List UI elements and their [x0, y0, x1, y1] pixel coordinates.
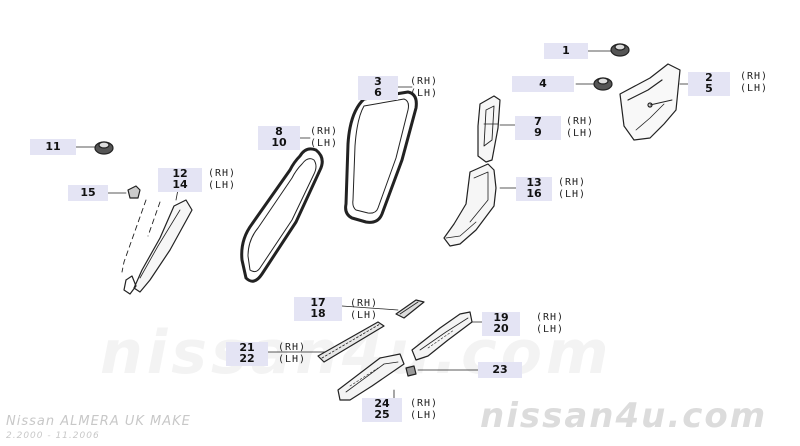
- long-sill-strip: [317, 321, 385, 363]
- callout-20: 20: [493, 322, 509, 335]
- rear-door-weatherstrip: [344, 90, 418, 224]
- callout-21: 21: [239, 341, 255, 354]
- callout-12-14: 12 14: [158, 168, 202, 192]
- side-labels-17-18: (RH)(LH): [350, 298, 379, 321]
- callout-5: 5: [705, 82, 713, 95]
- side-labels-13-16: (RH)(LH): [558, 177, 587, 200]
- callout-1: 1: [544, 43, 588, 59]
- callout-10: 10: [271, 136, 287, 149]
- callout-11: 11: [30, 139, 76, 155]
- callout-2-5: 2 5: [688, 72, 730, 96]
- watermark-small: nissan4u.com: [480, 396, 768, 436]
- callout-19-20: 19 20: [482, 312, 520, 336]
- callout-17-18: 17 18: [294, 297, 342, 321]
- callout-13-16: 13 16: [516, 177, 552, 201]
- callout-25: 25: [374, 408, 390, 421]
- callout-21-22: 21 22: [226, 342, 268, 366]
- callout-9: 9: [534, 126, 542, 139]
- front-door-weatherstrip: [240, 147, 324, 283]
- side-labels-3-6: (RH)(LH): [410, 76, 439, 99]
- clip-part-1: [610, 43, 630, 57]
- callout-8: 8: [275, 125, 283, 138]
- callout-7-9: 7 9: [515, 116, 561, 140]
- side-labels-7-9: (RH)(LH): [566, 116, 595, 139]
- front-kick-plate: [337, 353, 405, 401]
- rear-kick-plate: [411, 311, 473, 361]
- callout-19: 19: [493, 311, 509, 324]
- clip-part-23: [405, 365, 417, 377]
- watermark-large: nissan4u.com: [100, 318, 613, 388]
- small-sill-strip: [395, 299, 425, 319]
- callout-14: 14: [172, 178, 188, 191]
- footer-dates: 2.2000 - 11.2006: [6, 431, 100, 441]
- side-labels-21-22: (RH)(LH): [278, 342, 307, 365]
- upper-center-pillar-trim: [477, 95, 501, 163]
- callout-23: 23: [478, 362, 522, 378]
- callout-16: 16: [526, 187, 542, 200]
- side-labels-24-25: (RH)(LH): [410, 398, 439, 421]
- callout-6: 6: [374, 86, 382, 99]
- front-pillar-trim: [121, 199, 193, 295]
- callout-4: 4: [512, 76, 574, 92]
- callout-2: 2: [705, 71, 713, 84]
- lower-center-pillar-trim: [443, 163, 497, 247]
- footer-model: Nissan ALMERA UK MAKE: [6, 414, 191, 429]
- clip-part-11: [94, 141, 114, 155]
- clip-part-4: [593, 77, 613, 91]
- callout-17: 17: [310, 296, 326, 309]
- side-labels-8-10: (RH)(LH): [310, 126, 339, 149]
- clip-part-15: [127, 185, 141, 199]
- callout-18: 18: [310, 307, 326, 320]
- callout-3-6: 3 6: [358, 76, 398, 100]
- callout-15: 15: [68, 185, 108, 201]
- callout-3: 3: [374, 75, 382, 88]
- rear-pillar-trim: [619, 63, 681, 141]
- callout-24-25: 24 25: [362, 398, 402, 422]
- callout-7: 7: [534, 115, 542, 128]
- callout-12: 12: [172, 167, 188, 180]
- side-labels-19-20: (RH)(LH): [536, 312, 565, 335]
- callout-8-10: 8 10: [258, 126, 300, 150]
- side-labels-12-14: (RH)(LH): [208, 168, 237, 191]
- side-labels-2-5: (RH)(LH): [740, 71, 769, 94]
- callout-13: 13: [526, 176, 542, 189]
- callout-24: 24: [374, 397, 390, 410]
- callout-22: 22: [239, 352, 255, 365]
